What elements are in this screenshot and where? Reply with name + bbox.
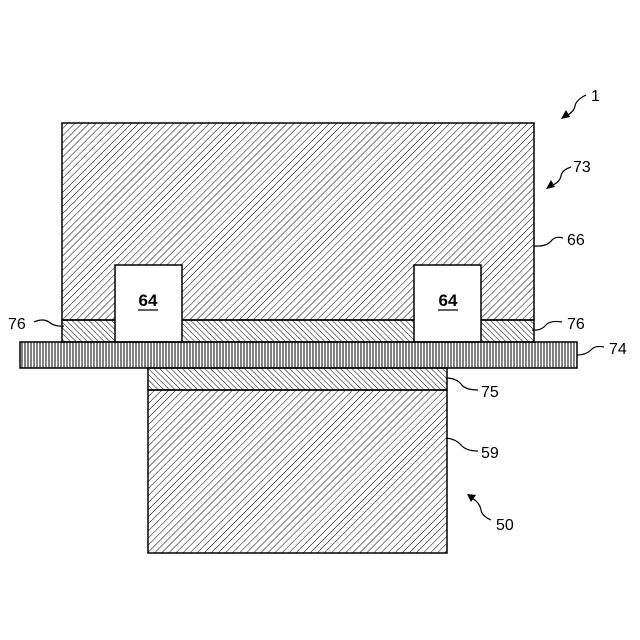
- leader-76-right: [532, 321, 562, 330]
- leader-74: [577, 346, 604, 355]
- label-76-right: 76: [567, 316, 585, 333]
- label-75: 75: [481, 384, 499, 401]
- leader-76-left: [34, 320, 64, 326]
- label-50: 50: [496, 517, 514, 534]
- leader-arrow-1: [566, 95, 586, 116]
- leader-59: [446, 438, 478, 451]
- cavity-right-label: 64: [439, 291, 458, 310]
- label-1: 1: [591, 88, 600, 105]
- leader-arrow-50: [472, 498, 491, 520]
- label-76-left: 76: [8, 316, 26, 333]
- leader-arrow-73: [551, 167, 571, 186]
- lower-body-59: [148, 390, 447, 553]
- arrowhead-50: [467, 494, 476, 502]
- label-73: 73: [573, 159, 591, 176]
- label-66: 66: [567, 232, 585, 249]
- leader-66: [534, 237, 563, 246]
- bond-layer-75: [148, 368, 447, 390]
- leader-75: [446, 378, 478, 390]
- label-59: 59: [481, 445, 499, 462]
- cavity-left-label: 64: [139, 291, 158, 310]
- label-74: 74: [609, 341, 627, 358]
- plate-74: [20, 342, 577, 368]
